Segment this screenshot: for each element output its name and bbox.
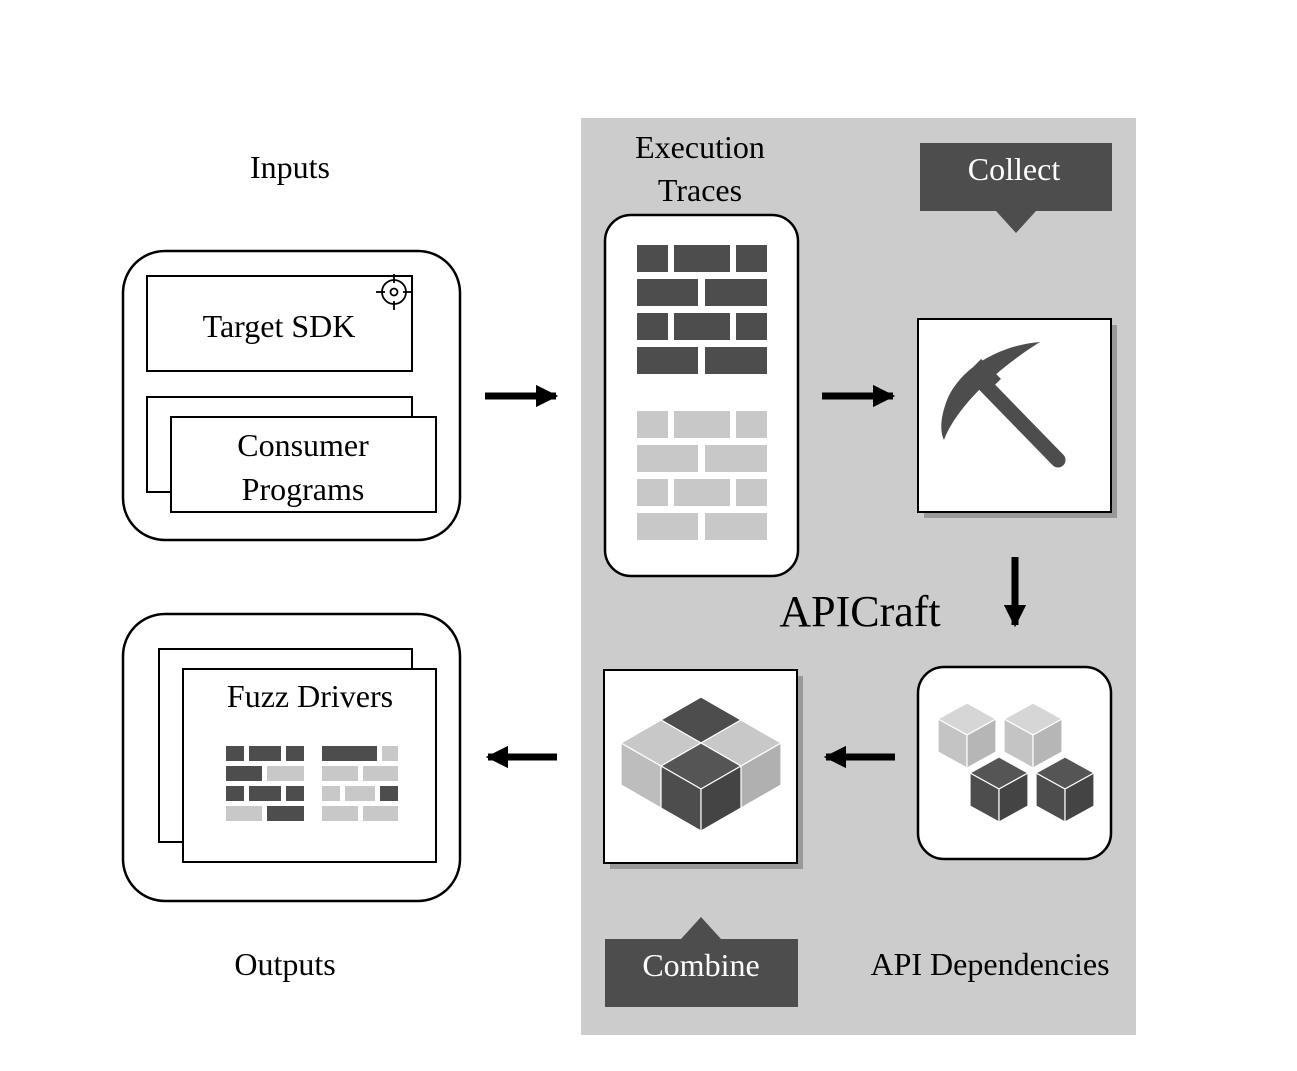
brick-wall-icon	[637, 245, 767, 374]
pickaxe-icon	[941, 342, 1066, 468]
brick-wall-small-dark-icon	[226, 746, 304, 821]
dependencies-box	[916, 665, 1113, 861]
target-icon	[376, 274, 412, 310]
consumer-label-line1: Consumer	[237, 427, 369, 463]
execution-label-line1: Execution	[635, 129, 765, 165]
consumer-label-line2: Programs	[242, 471, 365, 507]
combined-cube-icon	[620, 696, 782, 832]
outputs-label: Outputs	[234, 946, 335, 982]
target-sdk-label: Target SDK	[203, 308, 356, 344]
collect-label: Collect	[968, 151, 1061, 187]
brick-wall-light-icon	[637, 411, 767, 540]
consumer-card-front	[170, 416, 437, 513]
combine-label: Combine	[642, 947, 759, 983]
api-dependencies-label: API Dependencies	[870, 946, 1109, 982]
collect-callout	[920, 143, 1112, 233]
cubes-icon	[937, 702, 1095, 823]
combine-callout	[605, 917, 798, 1007]
execution-label-line2: Traces	[658, 172, 742, 208]
fuzz-drivers-card-front	[182, 668, 437, 863]
inputs-label: Inputs	[250, 149, 330, 185]
brick-wall-small-mixed-icon	[322, 746, 398, 821]
apicraft-title: APICraft	[779, 587, 940, 636]
target-sdk-card	[146, 275, 413, 372]
fuzz-drivers-label: Fuzz Drivers	[227, 678, 393, 714]
